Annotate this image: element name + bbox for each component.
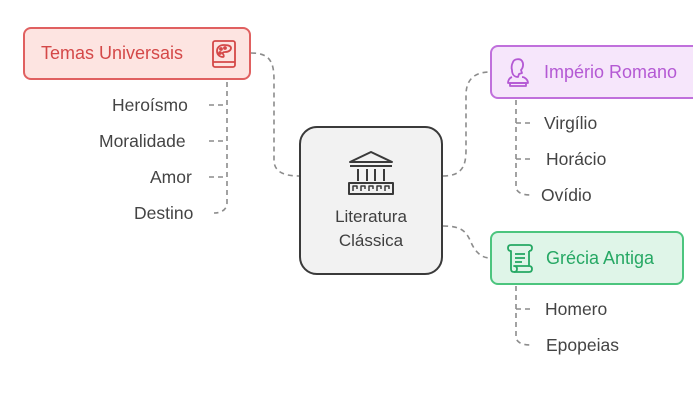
branch-label-grecia: Grécia Antiga [546, 247, 655, 268]
roman-bust-icon [504, 56, 532, 88]
branch-label-temas: Temas Universais [41, 43, 184, 63]
leaf-amor: Amor [150, 167, 192, 187]
leaf-epopeias: Epopeias [546, 335, 619, 355]
connector-imperio [442, 71, 491, 177]
spine-temas [213, 82, 228, 214]
leaf-destino: Destino [134, 203, 194, 223]
spine-imperio [515, 100, 532, 196]
branch-node-grecia-antiga[interactable]: Grécia Antiga [490, 231, 684, 285]
branch-node-imperio-romano[interactable]: Império Romano [490, 45, 693, 99]
branch-node-temas-universais[interactable]: Temas Universais [23, 27, 251, 80]
leaf-heroismo: Heroísmo [112, 95, 188, 115]
central-title-line2: Clássica [338, 230, 404, 250]
connector-grecia [442, 225, 491, 259]
central-title-line1: Literatura [335, 206, 407, 226]
book-palette-icon [211, 39, 237, 69]
leaf-moralidade: Moralidade [99, 131, 186, 151]
leaf-ovidio: Ovídio [541, 185, 592, 205]
spine-grecia [515, 286, 532, 346]
connector-temas [250, 52, 300, 177]
leaf-horacio: Horácio [546, 149, 607, 169]
central-topic-node[interactable]: Literatura Clássica [299, 126, 443, 275]
leaf-homero: Homero [545, 299, 608, 319]
leaf-virgilio: Virgílio [544, 113, 598, 133]
branch-label-imperio: Império Romano [544, 61, 678, 82]
scroll-icon [504, 242, 534, 274]
greek-temple-icon [346, 149, 396, 197]
